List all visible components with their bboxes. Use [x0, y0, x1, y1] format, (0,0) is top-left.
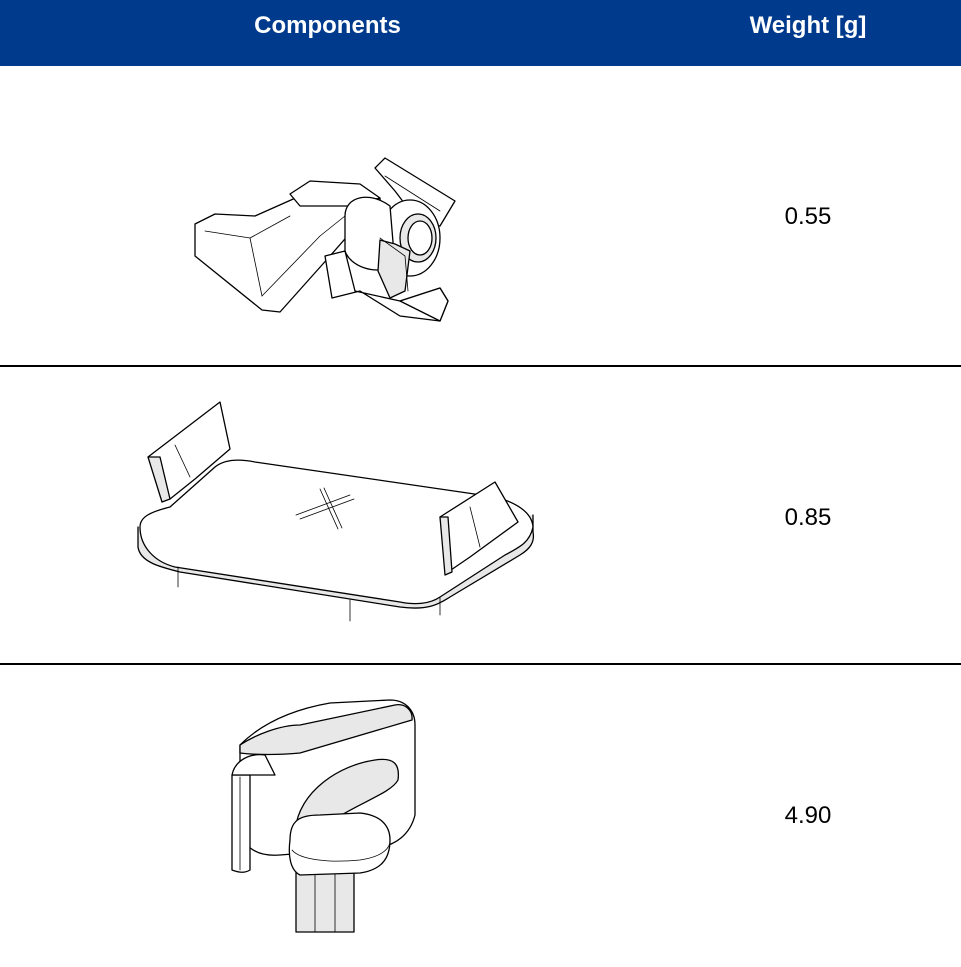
table-header: Components Weight [g]: [0, 0, 961, 66]
weight-column-header: Weight [g]: [749, 12, 867, 39]
clip-component-drawing: [194, 157, 456, 322]
knob-component-drawing: [231, 699, 416, 933]
weight-value: 4.90: [784, 802, 832, 829]
components-column-header: Components: [254, 12, 401, 39]
weight-value: 0.55: [784, 203, 832, 230]
weight-value: 0.85: [784, 504, 832, 531]
table-row: 0.55: [0, 66, 961, 366]
table-row: 0.85: [0, 367, 961, 663]
base-plate-component-drawing: [137, 401, 535, 622]
table-row: 4.90: [0, 665, 961, 967]
row-divider: [0, 663, 961, 665]
row-divider: [0, 365, 961, 367]
